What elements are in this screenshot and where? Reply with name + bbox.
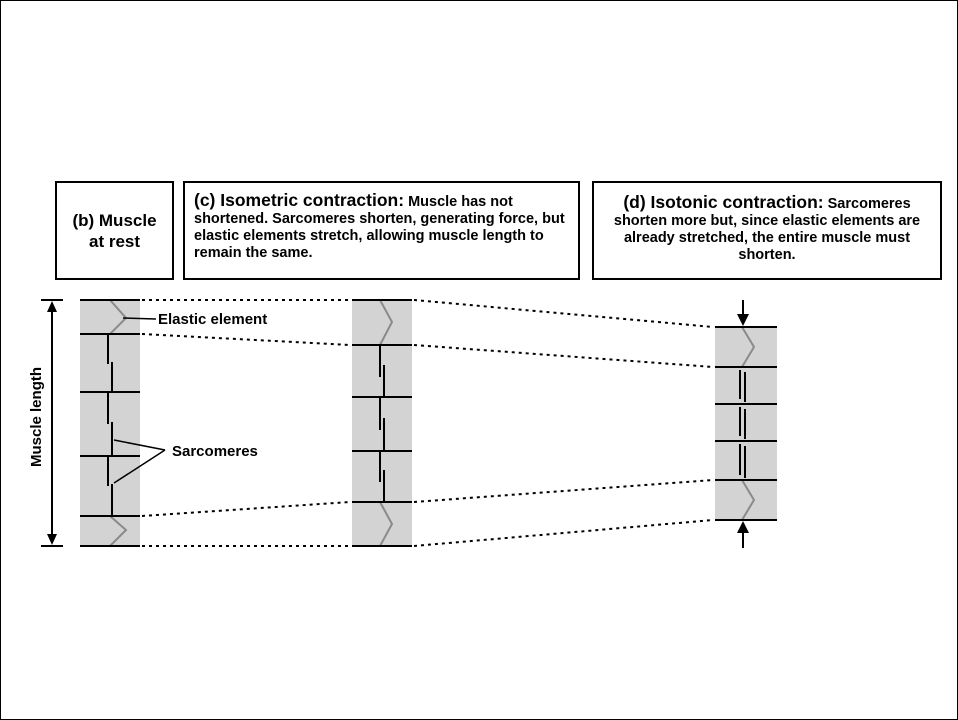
z-lines: [715, 326, 777, 521]
muscle-length-arrow: [41, 299, 63, 547]
panel-d-caption: (d) Isotonic contraction: Sarcomeres sho…: [592, 181, 942, 280]
compression-arrows: [737, 300, 749, 548]
filaments: [739, 370, 746, 478]
elastic-spring: [379, 299, 394, 547]
dotted-connectors: [141, 299, 714, 547]
elastic-spring: [741, 326, 756, 521]
muscle-length-label: Muscle length: [28, 367, 45, 467]
panel-d-heading: (d) Isotonic contraction:: [623, 192, 824, 212]
filaments: [379, 345, 385, 502]
elastic-element-label: Elastic element: [158, 311, 267, 328]
panel-b-line1: (b) Muscle: [72, 210, 157, 230]
sarcomeres-label: Sarcomeres: [172, 443, 258, 460]
filaments: [107, 334, 113, 516]
sarcomeres-callout: [113, 439, 166, 484]
muscle-c-isometric: [352, 299, 412, 547]
panel-c-caption: (c) Isometric contraction: Muscle has no…: [183, 181, 580, 280]
panel-b-line2: at rest: [88, 231, 141, 251]
muscle-b-at-rest: [80, 299, 140, 547]
z-lines: [80, 299, 140, 547]
panel-c-text: Muscle has not shortened. Sarcomeres sho…: [194, 194, 565, 261]
panel-b-caption: (b) Muscle at rest: [55, 181, 174, 280]
panel-c-heading: (c) Isometric contraction:: [194, 190, 405, 210]
panel-d-text: Sarcomeres shorten more but, since elast…: [613, 196, 921, 263]
z-lines: [352, 299, 412, 547]
muscle-d-isotonic: [715, 326, 777, 521]
